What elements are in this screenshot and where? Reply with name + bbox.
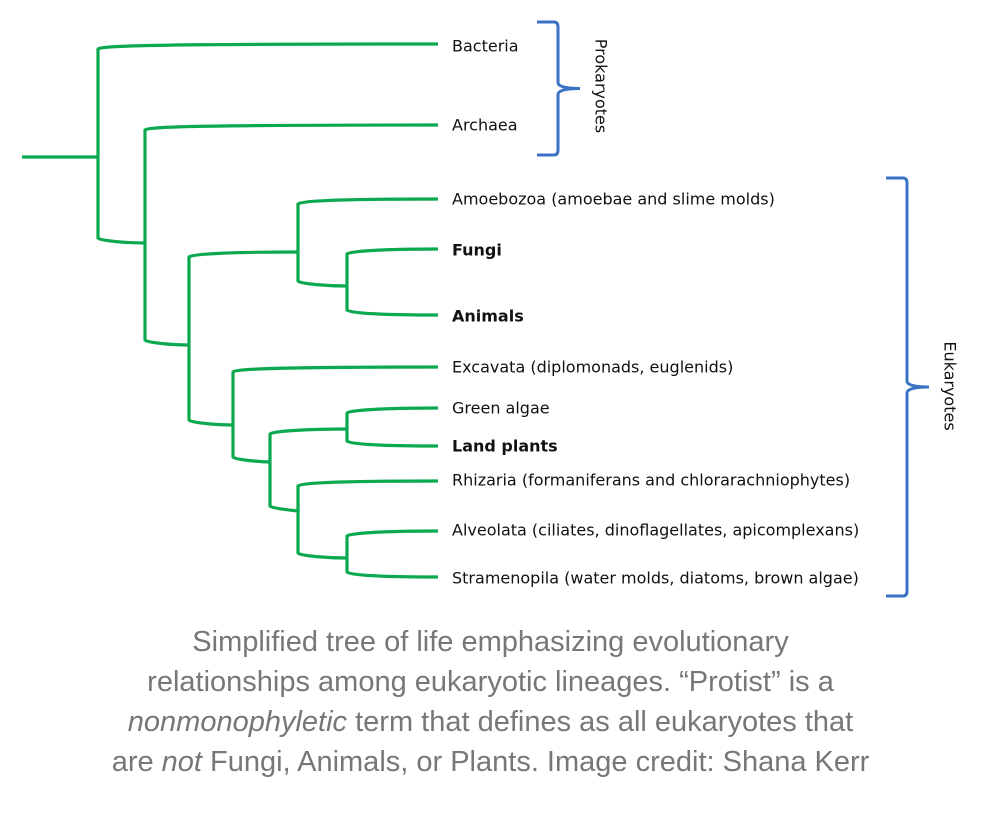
branch-node-c: [187, 250, 299, 427]
caption-line: nonmonophyletic term that defines as all…: [0, 702, 981, 742]
branch-node-h: [345, 406, 439, 448]
branch-node-b: [143, 123, 439, 347]
leaf-bacteria: Bacteria: [452, 36, 519, 56]
caption-line: Simplified tree of life emphasizing evol…: [192, 626, 789, 658]
figure-caption: Simplified tree of life emphasizing evol…: [0, 622, 981, 782]
branch-node-d: [296, 197, 439, 288]
phylogenetic-tree: [22, 20, 930, 598]
caption-line: relationships among eukaryotic lineages.…: [147, 666, 834, 698]
leaf-amoebozoa: Amoebozoa (amoebae and slime molds): [452, 189, 775, 209]
caption-italic: not: [161, 746, 202, 778]
leaf-alveolata: Alveolata (ciliates, dinoflagellates, ap…: [452, 520, 860, 540]
caption-text: are: [111, 746, 162, 778]
branch-node-f: [345, 247, 439, 317]
leaf-animals: Animals: [452, 306, 524, 326]
branch-node-g: [268, 427, 348, 513]
branch-node-i: [296, 479, 439, 560]
caption-text: term that defines as all eukaryotes that: [347, 706, 854, 738]
branch-node-j: [345, 529, 439, 579]
eukaryotes-bracket: [886, 176, 930, 598]
caption-text: Fungi, Animals, or Plants. Image credit:…: [202, 746, 870, 778]
caption-line: are not Fungi, Animals, or Plants. Image…: [0, 742, 981, 782]
leaf-rhizaria: Rhizaria (formaniferans and chlorarachni…: [452, 470, 851, 490]
prokaryotes-label: Prokaryotes: [591, 38, 611, 134]
eukaryotes-label: Eukaryotes: [940, 341, 960, 431]
prokaryotes-bracket: [537, 20, 581, 157]
leaf-fungi: Fungi: [452, 240, 502, 260]
branch-node-e: [231, 365, 439, 464]
branch-node-a: [96, 42, 439, 245]
leaf-excavata: Excavata (diplomonads, euglenids): [452, 357, 734, 377]
caption-italic: nonmonophyletic: [127, 706, 348, 738]
leaf-green-algae: Green algae: [452, 398, 550, 418]
leaf-land-plants: Land plants: [452, 436, 558, 456]
leaf-stramenopila: Stramenopila (water molds, diatoms, brow…: [452, 568, 859, 588]
leaf-archaea: Archaea: [452, 115, 518, 135]
